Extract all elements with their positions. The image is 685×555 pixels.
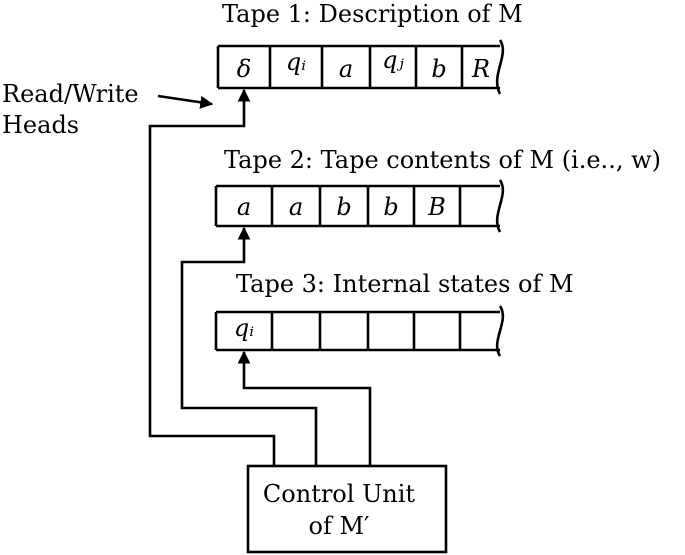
tape-1: δ qᵢ a qⱼ b R <box>216 39 505 95</box>
tape-1-cell-2: qᵢ <box>286 48 306 76</box>
tape-2-cell-2: a <box>289 193 303 221</box>
tape-1-cell-4: qⱼ <box>382 46 404 74</box>
heads-label-line-2: Heads <box>2 111 79 139</box>
tape-2-title: Tape 2: Tape contents of M (i.e.., w) <box>224 146 661 174</box>
heads-label-line-1: Read/Write <box>2 80 139 108</box>
tape-3-title: Tape 3: Internal states of M <box>236 270 574 298</box>
control-unit-line-1: Control Unit <box>263 480 416 508</box>
tape-3: qᵢ <box>214 305 505 357</box>
tape-1-cell-6: R <box>471 55 490 83</box>
tape-2-cell-4: b <box>383 193 398 221</box>
tape-1-cell-3: a <box>339 55 353 83</box>
tape-2: a a b b B <box>214 179 505 233</box>
head-line-tape-1 <box>148 88 276 466</box>
tape-1-cell-1: δ <box>237 55 251 83</box>
head-line-tape-3 <box>237 350 372 466</box>
tape-2-cell-3: b <box>336 193 351 221</box>
tape-3-cell-1: qᵢ <box>234 314 254 342</box>
tape-2-cell-1: a <box>237 193 251 221</box>
heads-pointer-arrow <box>157 94 214 109</box>
head-line-tape-2 <box>180 226 318 466</box>
tape-1-title: Tape 1: Description of M <box>222 0 523 28</box>
tape-2-cell-5: B <box>427 193 446 221</box>
control-unit-line-2: of M′ <box>309 512 370 540</box>
control-unit-box <box>246 464 448 554</box>
tape-1-cell-5: b <box>431 55 446 83</box>
